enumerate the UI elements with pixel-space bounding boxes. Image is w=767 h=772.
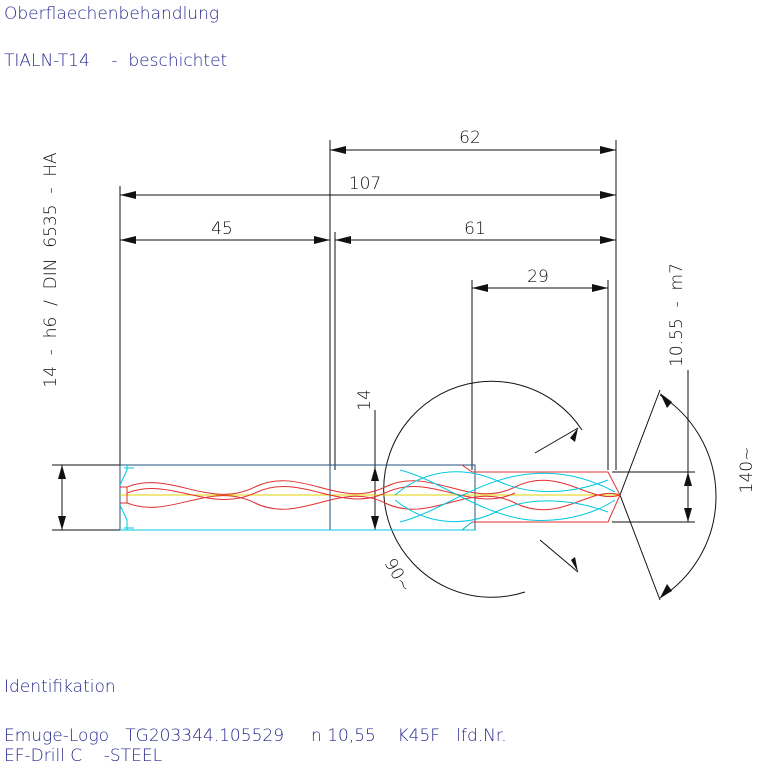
surface-treatment-label: Oberflaechenbehandlung	[4, 4, 219, 24]
identification-label: Identifikation	[4, 677, 116, 697]
identification-line-1: Emuge-Logo TG203344.105529 n 10,55 K45F …	[4, 726, 507, 746]
dimension-62: 62	[330, 128, 616, 154]
dim-61-label: 61	[464, 219, 486, 239]
dimension-29: 29	[472, 267, 608, 292]
angle-90-label: 90~	[380, 555, 415, 596]
dim-45-label: 45	[211, 219, 233, 239]
dim-62-label: 62	[459, 128, 481, 148]
coating-label: TIALN-T14 - beschichtet	[4, 51, 227, 71]
dimension-14-inner: 14	[355, 389, 379, 530]
dim-14-label: 14	[355, 389, 375, 411]
angle-140-label: 140~	[737, 447, 757, 494]
dim-29-label: 29	[527, 267, 549, 287]
drill-spec-label: 10.55 - m7	[667, 263, 687, 367]
point-angle-140: 140~	[619, 389, 757, 601]
dimension-shank-diameter: 14 - h6 / DIN 6535 - HA	[41, 152, 66, 530]
dimension-61: 61	[335, 219, 616, 244]
helix-angle-90: 90~	[380, 380, 583, 598]
flute-curves-red	[126, 479, 621, 511]
dimension-45: 45	[120, 219, 330, 244]
dimension-107: 107	[120, 174, 616, 199]
identification-line-2: EF-Drill C -STEEL	[4, 746, 162, 766]
shank-spec-label: 14 - h6 / DIN 6535 - HA	[41, 152, 61, 388]
dim-107-label: 107	[349, 174, 381, 194]
dimension-drill-diameter: 10.55 - m7	[667, 263, 692, 522]
cutting-edges-cyan	[119, 465, 616, 531]
